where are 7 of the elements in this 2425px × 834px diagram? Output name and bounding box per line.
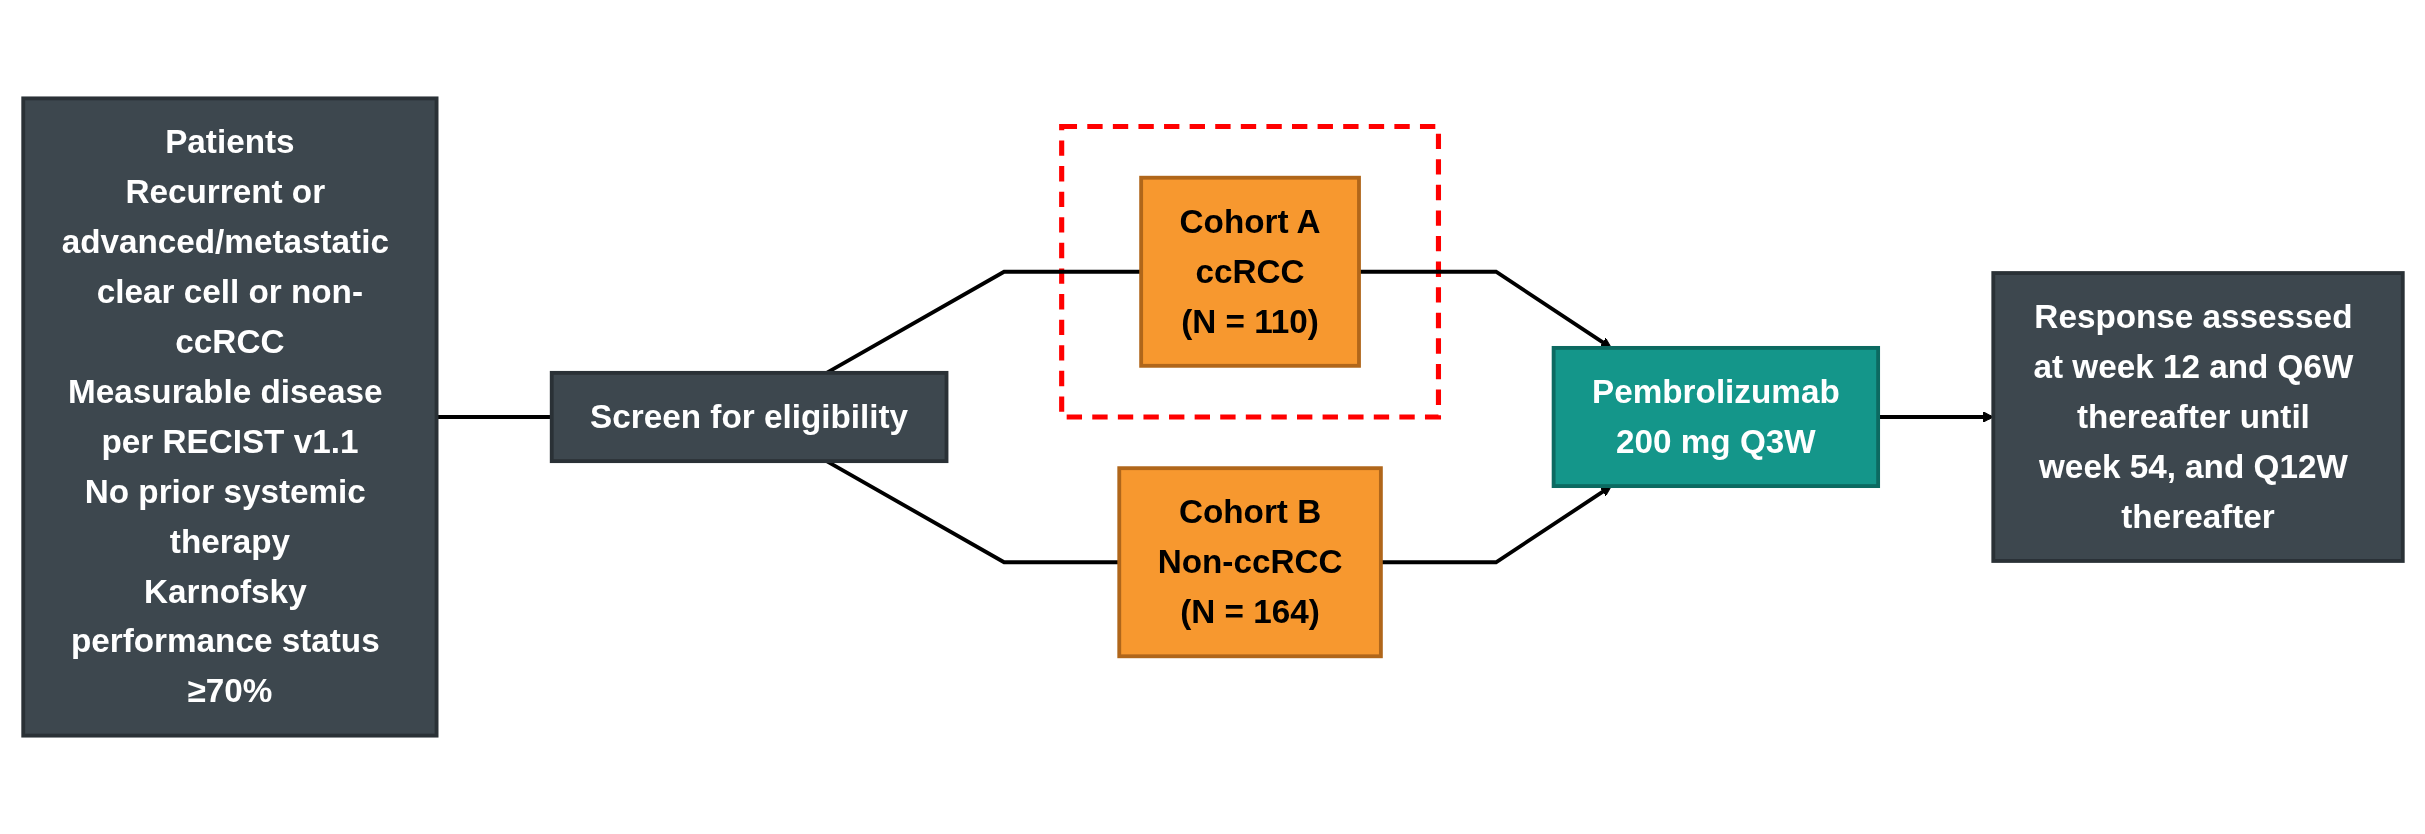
cluster	[1058, 123, 1441, 420]
node-box: Cohort A ccRCC (N = 110)	[1138, 175, 1361, 368]
node-box: Pembrolizumab 200 mg Q3W	[1551, 345, 1880, 489]
node-box: Patients Recurrent or advanced/metastatic clear cell or non-ccRCC Measurable disease per RECIST v1.1 No prior systemic therapy Karnofsky performance status ≥70%	[20, 96, 438, 738]
node-box: Response assessed at week 12 and Q6W thereafter until week 54, and Q12W thereafter	[1990, 271, 2405, 563]
node-box: Cohort B Non-ccRCC (N = 164)	[1116, 466, 1383, 659]
node-box: Screen for eligibility	[549, 370, 948, 464]
